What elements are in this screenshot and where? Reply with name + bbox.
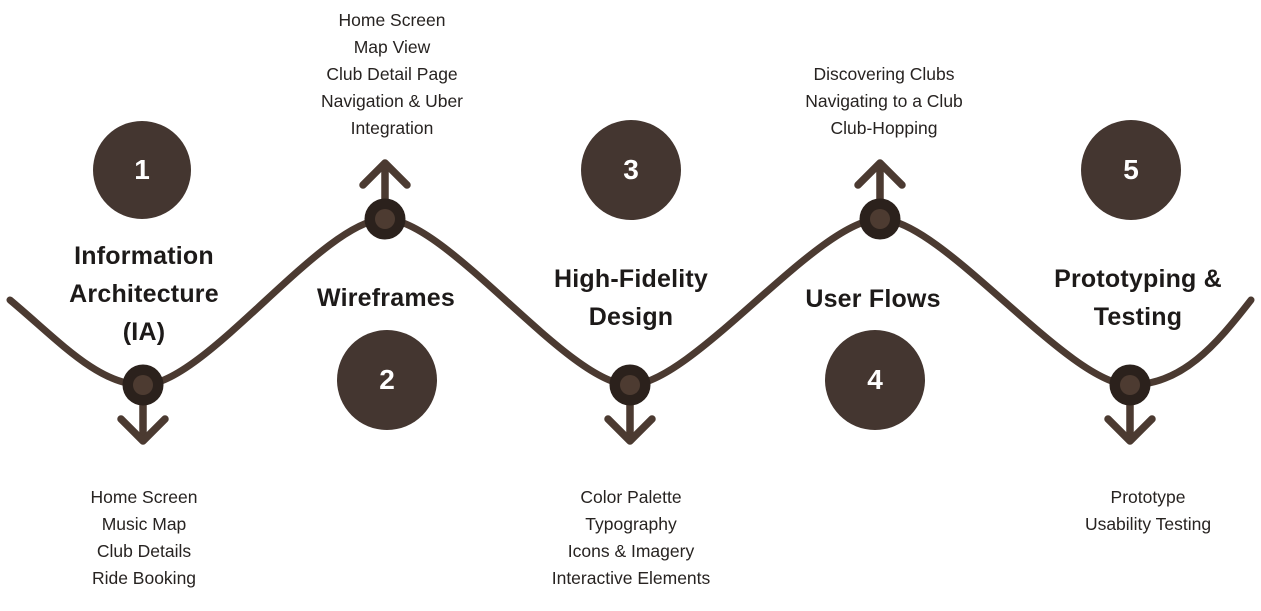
stage-title-information-architecture: Information Architecture (IA) — [69, 237, 219, 351]
step-circle-5: 5 — [1081, 120, 1181, 220]
node-dot-stage-3 — [609, 364, 651, 406]
title-line: Design — [588, 303, 674, 331]
stage-item: Navigating to a Club — [805, 91, 963, 111]
step-circle-4: 4 — [825, 330, 925, 430]
stage-item: Ride Booking — [91, 568, 197, 588]
title-line: (IA) — [122, 318, 166, 346]
title-line: Architecture — [69, 280, 219, 308]
title-line: Information — [74, 242, 214, 270]
step-number: 2 — [379, 364, 395, 395]
stage-item: Interactive Elements — [551, 568, 711, 588]
stage-item: Discovering Clubs — [813, 64, 955, 84]
stage-title-prototyping-testing: Prototyping & Testing — [1054, 260, 1222, 336]
node-dot-stage-1 — [122, 364, 164, 406]
stage-item: Club Detail Page — [326, 64, 458, 84]
stage-items-user-flows: Discovering Clubs Navigating to a Club C… — [805, 61, 963, 142]
node-dot-stage-4 — [859, 198, 901, 240]
stage-item: Club-Hopping — [830, 118, 938, 138]
stage-items-prototyping-testing: Prototype Usability Testing — [1085, 484, 1211, 538]
title-line: Testing — [1093, 303, 1183, 331]
stage-item: Integration — [350, 118, 434, 138]
stage-item: Icons & Imagery — [567, 541, 695, 561]
node-dot-stage-5 — [1109, 364, 1151, 406]
stage-item: Home Screen — [90, 487, 198, 507]
title-line: High-Fidelity — [554, 265, 708, 293]
stage-item: Home Screen — [338, 10, 446, 30]
stage-item: Usability Testing — [1084, 514, 1212, 534]
stage-title-wireframes: Wireframes — [317, 279, 455, 317]
step-number: 1 — [134, 154, 150, 185]
stage-item: Color Palette — [580, 487, 682, 507]
stage-title-user-flows: User Flows — [805, 280, 940, 318]
step-number: 4 — [867, 364, 883, 395]
step-number: 3 — [623, 154, 639, 185]
stage-items-high-fidelity-design: Color Palette Typography Icons & Imagery… — [552, 484, 711, 592]
stage-items-wireframes: Home Screen Map View Club Detail Page Na… — [321, 7, 463, 142]
title-line: User Flows — [805, 285, 941, 313]
node-dot-stage-2 — [364, 198, 406, 240]
step-circle-3: 3 — [581, 120, 681, 220]
stage-item: Typography — [585, 514, 677, 534]
stage-item: Prototype — [1110, 487, 1186, 507]
stage-item: Navigation & Uber — [320, 91, 464, 111]
stage-item: Club Details — [96, 541, 192, 561]
title-line: Wireframes — [317, 284, 455, 312]
title-line: Prototyping & — [1054, 265, 1222, 293]
stage-item: Music Map — [101, 514, 187, 534]
stage-items-information-architecture: Home Screen Music Map Club Details Ride … — [91, 484, 198, 592]
stage-item: Map View — [353, 37, 431, 57]
step-circle-2: 2 — [337, 330, 437, 430]
stage-title-high-fidelity-design: High-Fidelity Design — [554, 260, 708, 336]
step-number: 5 — [1123, 154, 1139, 185]
step-circle-1: 1 — [93, 121, 191, 219]
